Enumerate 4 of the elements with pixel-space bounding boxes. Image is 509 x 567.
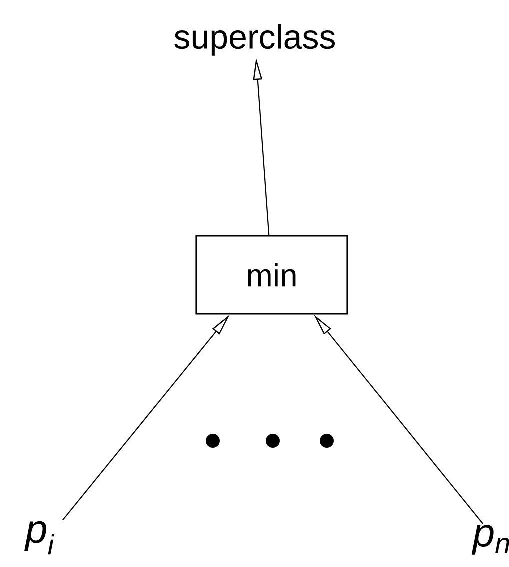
process-box: min xyxy=(196,235,348,315)
variable-label: p$_{n}$ xyxy=(472,525,509,555)
variable-label: p$_{i}$ xyxy=(24,521,55,555)
heading-text: superclass xyxy=(174,24,335,56)
